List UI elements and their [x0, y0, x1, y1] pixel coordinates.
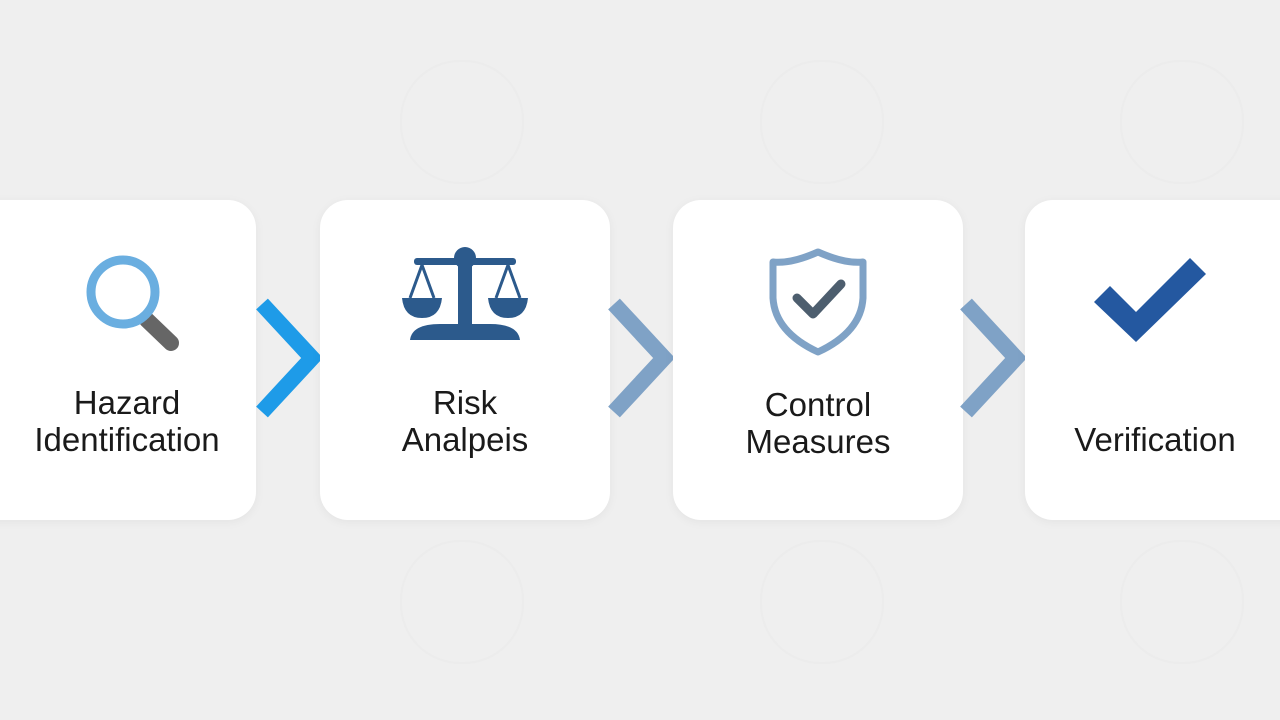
step-label-line: Hazard: [73, 384, 181, 421]
step-label-line: Measures: [745, 423, 891, 460]
step-card-hazard-identification: Hazard Identification: [0, 200, 256, 520]
step-label-line: Verification: [1074, 421, 1236, 458]
step-label-line: [1025, 384, 1280, 421]
background-ring: [1120, 540, 1244, 664]
step-label-line: Identification: [34, 421, 220, 458]
step-card-verification: Verification: [1025, 200, 1280, 520]
shield-check-icon: [673, 240, 963, 360]
background-ring: [760, 60, 884, 184]
background-ring: [400, 540, 524, 664]
scales-icon: [320, 240, 610, 360]
step-label: Control Measures: [673, 386, 963, 460]
magnifier-icon: [0, 240, 256, 360]
arrow-right-icon: [256, 298, 323, 418]
arrow-right-icon: [960, 298, 1027, 418]
step-card-control-measures: Control Measures: [673, 200, 963, 520]
arrow-right-icon: [608, 298, 675, 418]
step-label: Risk Analpeis: [320, 384, 610, 458]
step-card-risk-analysis: Risk Analpeis: [320, 200, 610, 520]
checkmark-icon: [1025, 240, 1275, 360]
step-label: Verification: [1025, 384, 1280, 458]
step-label-line: Risk: [432, 384, 498, 421]
background-ring: [400, 60, 524, 184]
step-label-line: Analpeis: [401, 421, 529, 458]
background-ring: [1120, 60, 1244, 184]
step-label: Hazard Identification: [0, 384, 256, 458]
step-label-line: Control: [764, 386, 872, 423]
background-ring: [760, 540, 884, 664]
